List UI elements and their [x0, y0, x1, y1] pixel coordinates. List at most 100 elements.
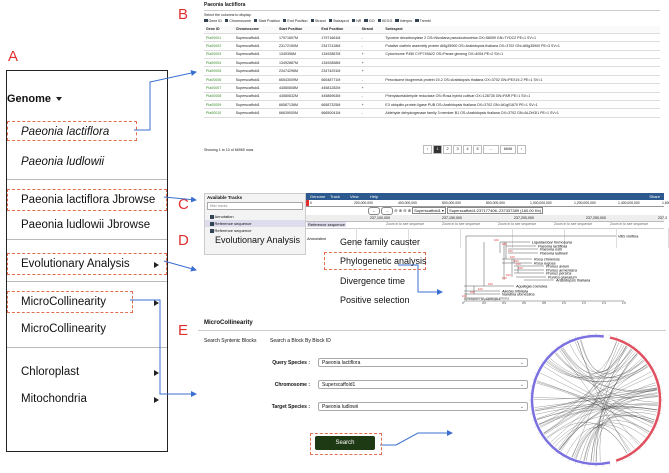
query-species-select[interactable]: Paeonia lactiflora⌄ — [318, 358, 528, 367]
synteny-link — [569, 343, 627, 373]
track-annotation[interactable]: Annotation — [205, 213, 305, 220]
jbrowse-menu-item[interactable]: Track — [330, 194, 340, 199]
bootstrap-label: 100 — [514, 259, 519, 263]
ref-track-label[interactable]: Reference sequence — [307, 222, 346, 227]
chevron-right-icon — [154, 397, 159, 403]
column-option-label: End Position — [287, 18, 308, 23]
table-cell[interactable]: Pla00010 — [204, 108, 234, 118]
synteny-link — [580, 382, 656, 461]
column-option[interactable]: NR — [349, 19, 361, 23]
ring-tick — [556, 452, 558, 455]
table-cell[interactable]: Pla00006 — [204, 75, 234, 85]
column-option[interactable]: KEGG — [375, 18, 392, 23]
synteny-link — [552, 414, 655, 445]
column-option[interactable]: Interpro — [392, 19, 412, 23]
table-cell: + — [359, 100, 384, 110]
menu-item-ludlowii[interactable]: Paeonia ludlowii — [21, 156, 105, 168]
jbrowse-menu-item[interactable]: View — [350, 194, 359, 199]
table-cell[interactable]: Pla00002 — [204, 41, 234, 51]
zoom-out-icon[interactable]: ⊖ — [403, 208, 407, 213]
menu-item-mitochondria[interactable]: Mitochondria — [21, 393, 87, 405]
zoom-in-icon[interactable]: ⊕ — [398, 208, 403, 213]
menu-phylogenetic[interactable]: Phylogenetic analysis — [340, 256, 427, 266]
table-cell[interactable]: Pla00001 — [204, 33, 234, 43]
tab-search-syntenic[interactable]: Search Syntenic Blocks — [204, 338, 257, 344]
menu-item-microcollinearity[interactable]: MicroCollinearity — [21, 296, 106, 308]
nav-toolbar: ← → ⊖ ⊕ ⊖ ⊕ Superscaffold1 ▾ Superscaffo… — [368, 207, 544, 215]
table-cell[interactable]: Pla00003 — [204, 50, 234, 60]
pan-left-icon[interactable]: ← — [368, 207, 380, 215]
column-header[interactable]: Swissprot — [383, 25, 660, 34]
column-option[interactable]: Strand — [308, 19, 326, 23]
synteny-link — [543, 371, 652, 434]
synteny-link — [559, 396, 658, 451]
column-header[interactable]: Start Position — [276, 25, 320, 34]
location-input[interactable]: Superscaffold1:237177406..237337389 (160… — [447, 207, 544, 214]
pan-right-icon[interactable]: → — [381, 207, 394, 215]
page-button[interactable]: 3 — [453, 145, 462, 154]
genome-menu-title[interactable]: Genome — [7, 93, 63, 105]
zoom-out-icon[interactable]: ⊖ — [394, 208, 398, 213]
ruler-tick-label: 1,000,000,000 — [530, 200, 552, 205]
jbrowse-menu-item[interactable]: Genome — [310, 194, 326, 199]
menu-divergence[interactable]: Divergence time — [340, 276, 406, 286]
page-button[interactable]: 1 — [433, 145, 442, 154]
menu-positive-selection[interactable]: Positive selection — [340, 295, 410, 305]
filter-tracks-input[interactable]: filter tracks — [207, 202, 303, 210]
table-cell[interactable]: Pla00007 — [204, 83, 234, 93]
table-cell: Peroxisome biogenesis protein 19-2 OS=Ar… — [383, 75, 660, 85]
column-header[interactable]: Strand — [359, 25, 384, 34]
table-cell[interactable]: Pla00004 — [204, 58, 234, 68]
menu-item-lactiflora[interactable]: Paeonia lactiflora — [21, 126, 110, 138]
column-header[interactable]: Gene ID — [204, 25, 234, 34]
column-option-label: Trembl — [419, 18, 431, 23]
page-button[interactable]: 5 — [473, 145, 482, 154]
menu-item-ludlowii-jbrowse[interactable]: Paeonia ludlowii Jbrowse — [21, 219, 151, 231]
share-button[interactable]: Share — [649, 194, 660, 199]
column-header[interactable]: End Position — [319, 25, 360, 34]
menu-item-microcollinearity-sub[interactable]: MicroCollinearity — [21, 323, 106, 335]
page-button[interactable]: ‹ — [423, 145, 432, 154]
column-header[interactable]: Chromosome — [233, 25, 277, 34]
synteny-link — [593, 353, 638, 462]
column-option[interactable]: GO — [361, 19, 375, 23]
bootstrap-label: 100 — [516, 262, 521, 266]
search-button[interactable]: Search — [315, 436, 375, 450]
column-option[interactable]: Swissprot — [326, 19, 349, 23]
track-refseq-2[interactable]: Reference sequence — [205, 227, 305, 234]
menu-item-chloroplast[interactable]: Chloroplast — [21, 366, 80, 378]
genome-menu: Genome Paeonia lactiflora Paeonia ludlow… — [6, 70, 168, 452]
page-button[interactable]: 4 — [463, 145, 472, 154]
column-option[interactable]: Chromosome — [222, 19, 251, 23]
checkbox-icon — [377, 18, 381, 23]
evolution-panel: Evolutionary Analysis Gene family causte… — [198, 232, 666, 305]
track-refseq[interactable]: Reference sequence — [205, 220, 305, 227]
page-button[interactable]: 6696 — [500, 145, 516, 154]
column-option[interactable]: Trembl — [412, 19, 431, 23]
menu-item-evolutionary-analysis[interactable]: Evolutionary Analysis — [21, 258, 130, 270]
target-species-select[interactable]: Paeonia ludlowii⌄ — [318, 402, 528, 411]
zoom-in-icon[interactable]: ⊕ — [407, 208, 412, 213]
jbrowse-menu-item[interactable]: Help — [370, 194, 379, 199]
table-cell: Superscaffold1 — [233, 50, 277, 60]
tab-search-block-id[interactable]: Search a Block By Block ID — [270, 338, 331, 344]
page-button[interactable]: › — [517, 145, 526, 154]
column-option[interactable]: Gene ID — [201, 19, 222, 23]
synteny-link — [544, 375, 654, 435]
column-option[interactable]: Start Position — [251, 19, 280, 23]
page-button[interactable]: 2 — [443, 145, 452, 154]
column-option[interactable]: End Position — [280, 19, 308, 23]
page-button[interactable]: ... — [483, 145, 499, 154]
table-cell[interactable]: Pla00005 — [204, 66, 234, 76]
table-cell[interactable]: Pla00008 — [204, 92, 234, 102]
chromosome-select[interactable]: Superscaffold1⌄ — [318, 380, 528, 389]
ann-track-label[interactable]: Annotation — [307, 236, 327, 241]
menu-gene-family[interactable]: Gene family causter — [340, 237, 421, 247]
location-select[interactable]: Superscaffold1 ▾ — [412, 207, 446, 214]
synteny-link — [547, 422, 628, 454]
column-option-label: Interpro — [399, 18, 413, 23]
menu-item-lactiflora-jbrowse[interactable]: Paeonia lactiflora Jbrowse — [21, 194, 156, 206]
table-cell[interactable]: Pla00009 — [204, 100, 234, 110]
